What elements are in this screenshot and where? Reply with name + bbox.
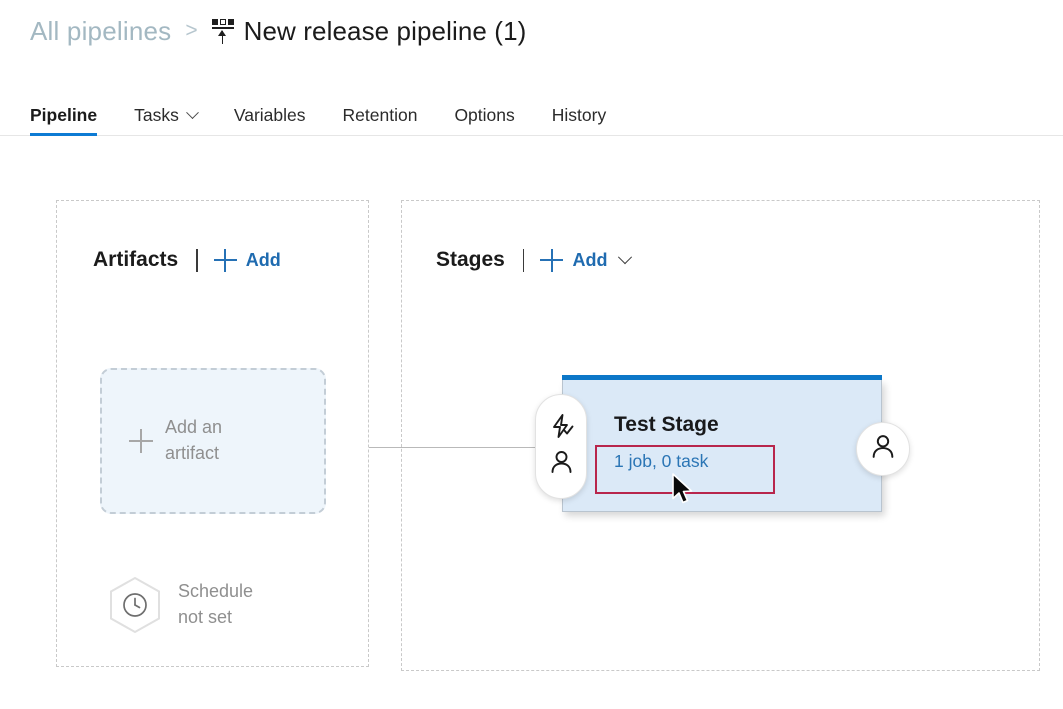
breadcrumb: All pipelines > New release pipeline (1) <box>30 10 526 52</box>
plus-icon[interactable] <box>540 248 564 272</box>
stage-card-top-bar <box>562 375 882 380</box>
plus-icon <box>129 429 153 453</box>
chevron-down-icon[interactable] <box>618 250 633 265</box>
release-pipeline-icon <box>211 19 235 45</box>
add-artifact-label: Add an artifact <box>165 415 222 466</box>
clock-icon <box>107 576 163 634</box>
breadcrumb-separator: > <box>185 19 198 42</box>
chevron-down-icon <box>185 105 199 119</box>
breadcrumb-all-pipelines-link[interactable]: All pipelines <box>30 15 172 46</box>
pre-deployment-conditions-badge[interactable] <box>535 394 587 499</box>
stages-panel: Stages Add <box>401 200 1040 671</box>
post-deployment-conditions-badge[interactable] <box>856 422 910 476</box>
artifacts-title: Artifacts <box>93 248 179 271</box>
header-divider <box>196 248 198 272</box>
tab-history[interactable]: History <box>552 80 606 136</box>
tab-tasks[interactable]: Tasks <box>134 80 199 136</box>
tab-tasks-label: Tasks <box>134 104 179 125</box>
person-icon <box>870 433 896 465</box>
schedule-line1: Schedule <box>178 581 254 602</box>
schedule-trigger[interactable]: Schedule not set <box>107 576 253 634</box>
add-stage-link[interactable]: Add <box>572 249 608 270</box>
add-artifact-link[interactable]: Add <box>245 249 281 270</box>
tab-bar: Pipeline Tasks Variables Retention Optio… <box>0 80 1063 136</box>
tab-pipeline[interactable]: Pipeline <box>30 80 98 136</box>
tab-variables[interactable]: Variables <box>234 80 306 136</box>
tab-options[interactable]: Options <box>454 80 514 136</box>
add-artifact-line1: Add an <box>165 417 223 438</box>
artifacts-panel: Artifacts Add <box>56 200 369 667</box>
tab-retention[interactable]: Retention <box>343 80 418 136</box>
tab-retention-label: Retention <box>342 104 418 125</box>
tab-pipeline-label: Pipeline <box>30 104 98 125</box>
stage-card-test-stage[interactable]: Test Stage 1 job, 0 task <box>562 375 882 512</box>
add-artifact-dropzone[interactable]: Add an artifact <box>100 368 326 514</box>
schedule-label: Schedule not set <box>178 579 253 630</box>
tab-variables-label: Variables <box>233 104 306 125</box>
lightning-check-icon <box>549 413 574 444</box>
page-title: New release pipeline (1) <box>243 15 527 46</box>
schedule-line2: not set <box>178 607 233 627</box>
person-icon <box>549 449 574 480</box>
add-artifact-line2: artifact <box>165 443 220 463</box>
header-divider <box>522 248 525 272</box>
tab-history-label: History <box>551 104 607 125</box>
stages-header: Stages Add <box>436 248 633 272</box>
stages-title: Stages <box>436 248 505 271</box>
artifact-stage-connector <box>369 447 566 449</box>
plus-icon[interactable] <box>213 248 237 272</box>
stage-jobs-tasks-link[interactable]: 1 job, 0 task <box>614 451 709 471</box>
stage-name: Test Stage <box>614 413 719 436</box>
artifacts-header: Artifacts Add <box>93 248 281 272</box>
tab-options-label: Options <box>454 104 515 125</box>
